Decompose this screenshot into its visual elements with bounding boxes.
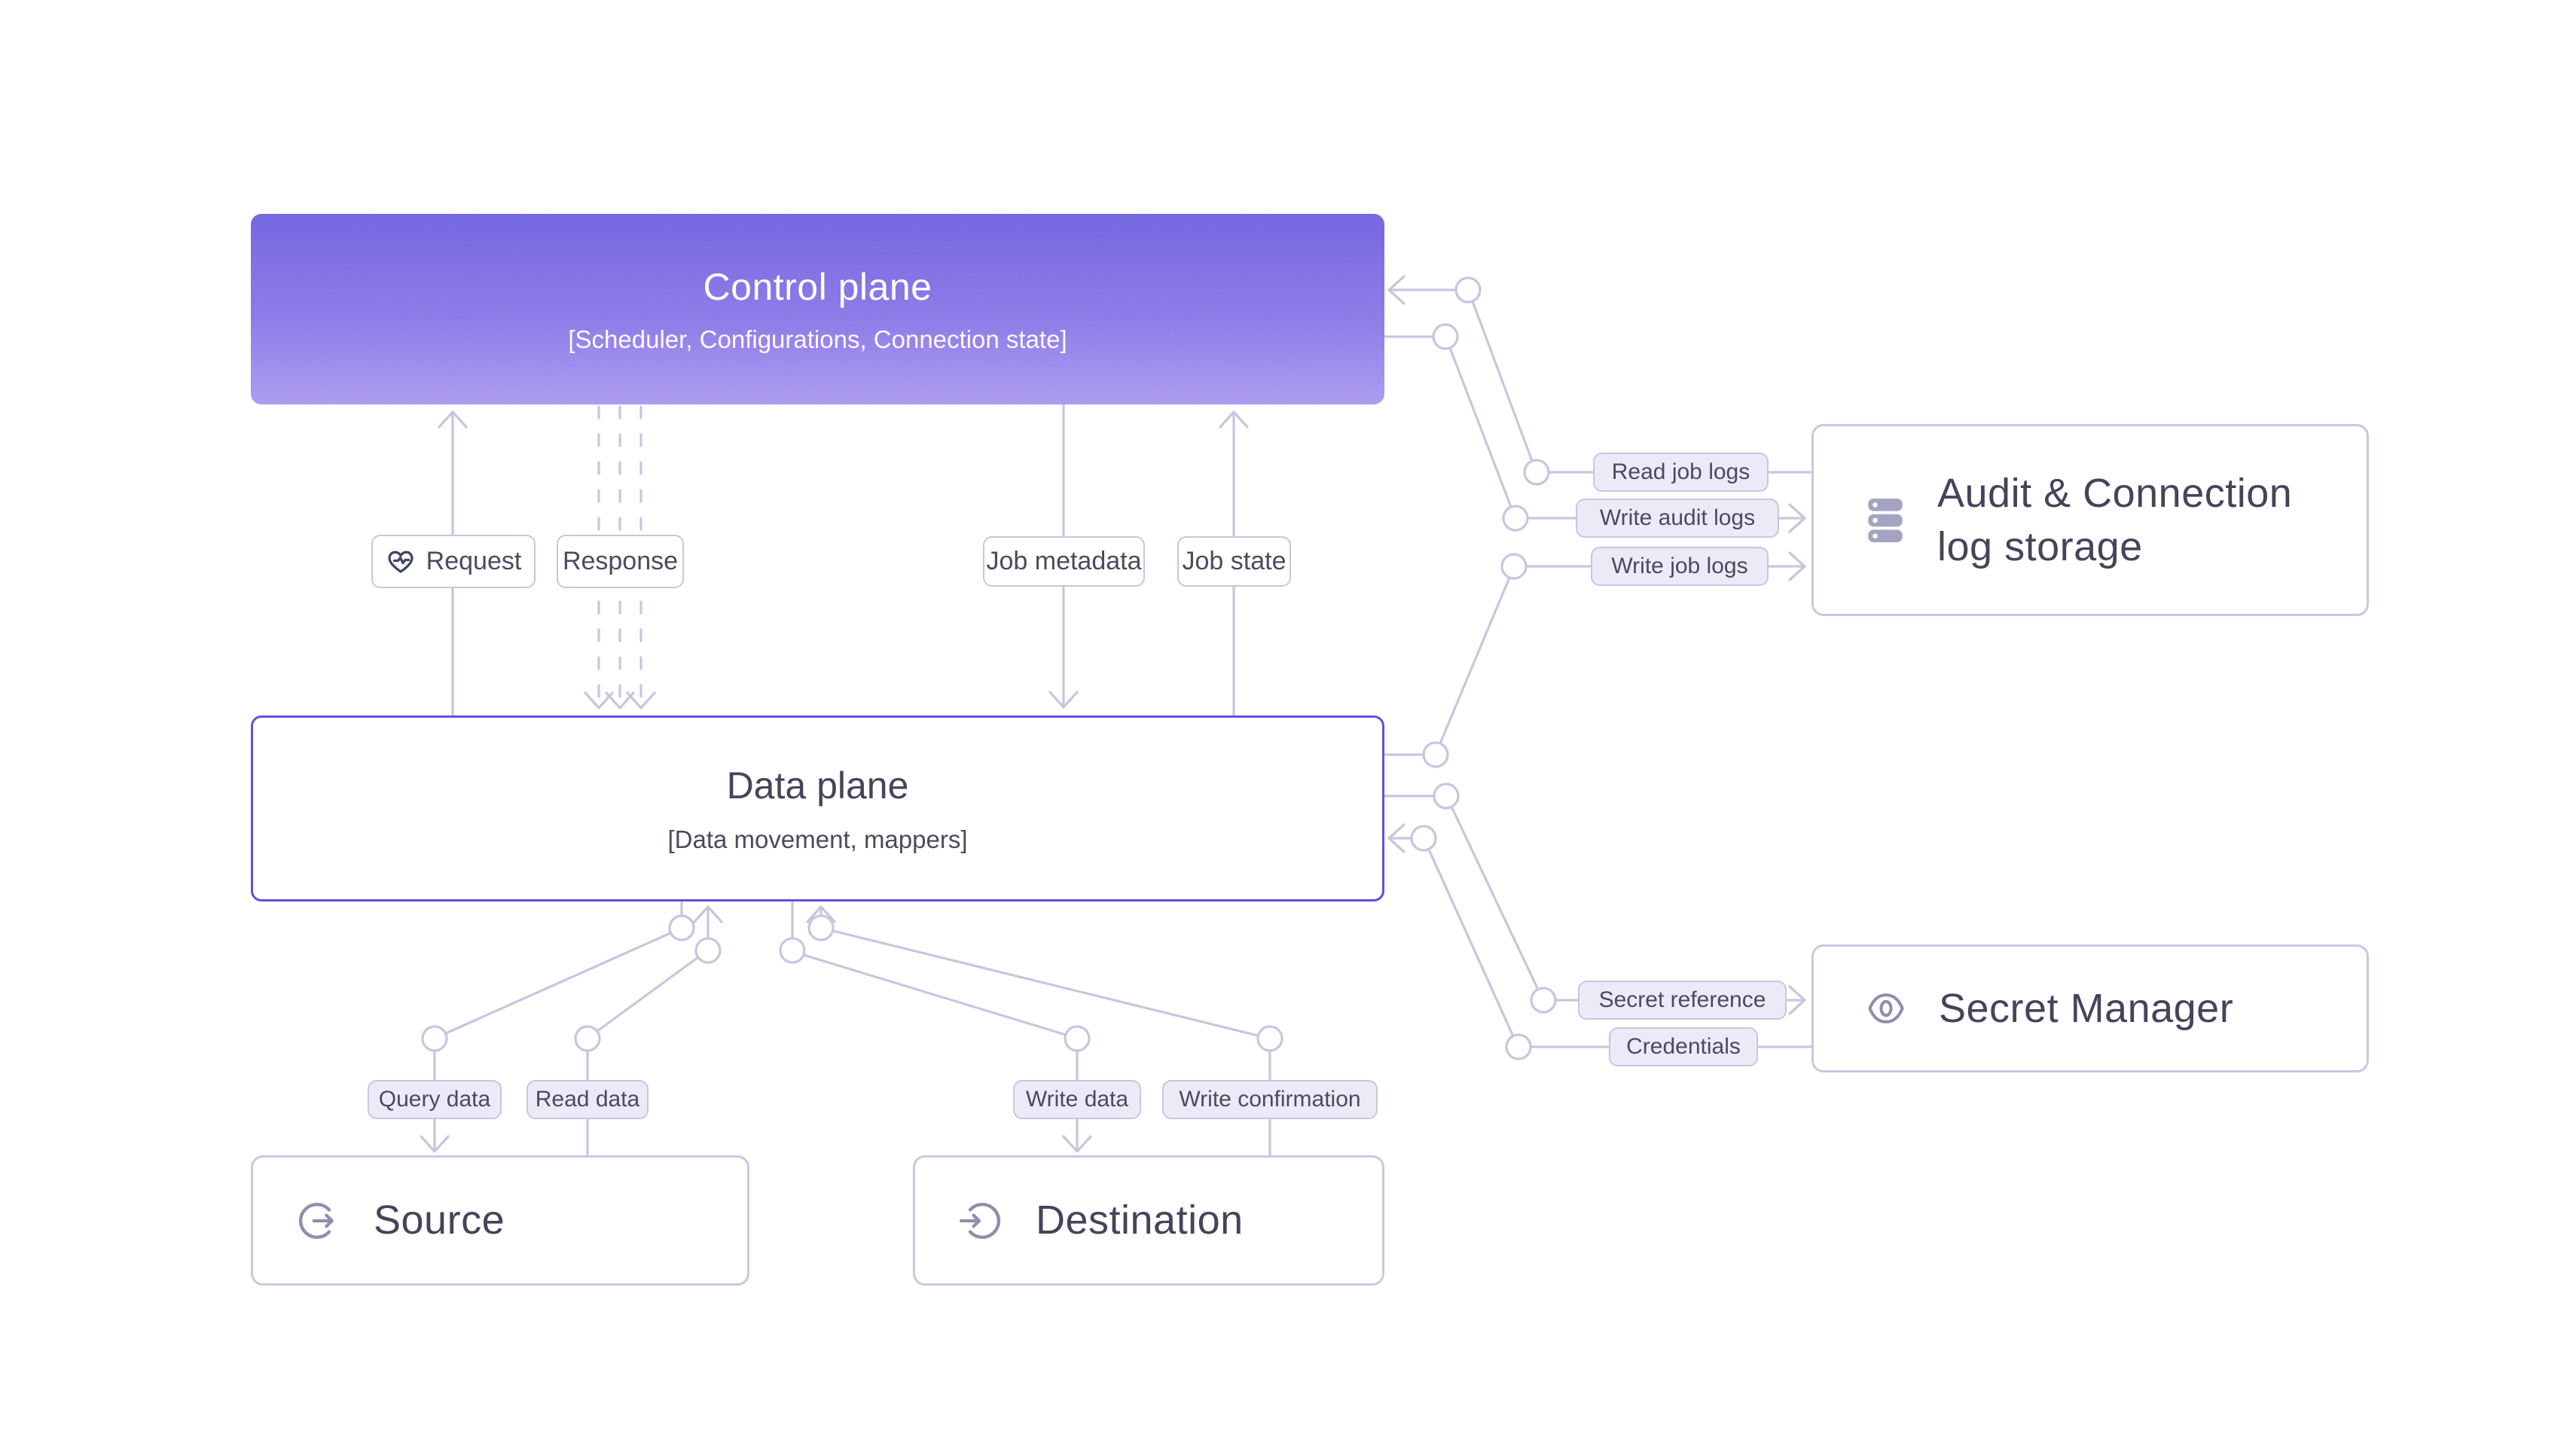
edge-label-job-state: Job state — [1177, 536, 1291, 587]
edge-label-response: Response — [557, 535, 684, 588]
edge-label-write-job-logs-text: Write job logs — [1611, 554, 1748, 578]
edge-label-write-data-text: Write data — [1025, 1087, 1129, 1112]
edge-label-read-job-logs-text: Read job logs — [1611, 459, 1750, 484]
secret-manager-label: Secret Manager — [1939, 985, 2234, 1031]
edge-label-request: Request — [371, 535, 536, 588]
edge-label-read-data: Read data — [526, 1080, 649, 1119]
database-icon — [1868, 498, 1903, 542]
edge-label-write-confirmation: Write confirmation — [1162, 1080, 1378, 1119]
edge-label-read-job-logs: Read job logs — [1593, 453, 1769, 492]
edge-label-write-confirmation-text: Write confirmation — [1179, 1087, 1361, 1112]
logout-arrow-icon — [299, 1202, 334, 1239]
edge-label-credentials-text: Credentials — [1626, 1034, 1741, 1059]
edge-label-read-data-text: Read data — [535, 1087, 640, 1112]
edge-label-write-audit-logs-text: Write audit logs — [1599, 505, 1756, 530]
data-plane-title: Data plane — [726, 764, 909, 807]
audit-log-storage-label: Audit & Connection log storage — [1937, 467, 2292, 572]
secret-manager-box: Secret Manager — [1811, 944, 2369, 1072]
control-plane-box: Control plane [Scheduler, Configurations… — [251, 214, 1384, 404]
destination-box: Destination — [913, 1155, 1384, 1286]
noise-texture — [251, 214, 1384, 404]
edge-label-query-data: Query data — [368, 1080, 502, 1119]
edge-label-write-job-logs: Write job logs — [1591, 547, 1769, 586]
edge-label-job-metadata-text: Job metadata — [986, 547, 1142, 575]
control-plane-title: Control plane — [703, 265, 932, 308]
data-plane-subtitle: [Data movement, mappers] — [667, 825, 968, 853]
destination-label: Destination — [1036, 1197, 1244, 1243]
edge-label-request-text: Request — [426, 547, 522, 575]
edge-label-secret-reference-text: Secret reference — [1598, 987, 1766, 1012]
data-plane-box: Data plane [Data movement, mappers] — [251, 715, 1384, 901]
edge-label-query-data-text: Query data — [378, 1087, 491, 1112]
edge-label-credentials: Credentials — [1609, 1027, 1758, 1066]
login-arrow-icon — [959, 1202, 1000, 1239]
edge-label-job-metadata: Job metadata — [983, 536, 1145, 587]
edge-label-secret-reference: Secret reference — [1578, 981, 1787, 1020]
control-plane-subtitle: [Scheduler, Configurations, Connection s… — [568, 325, 1067, 353]
edge-label-response-text: Response — [562, 547, 679, 575]
source-label: Source — [374, 1197, 505, 1243]
heartbeat-icon — [388, 551, 414, 573]
audit-log-storage-box: Audit & Connection log storage — [1811, 424, 2369, 616]
source-box: Source — [251, 1155, 749, 1286]
audit-label-line2: log storage — [1937, 523, 2143, 569]
edge-label-job-state-text: Job state — [1182, 547, 1286, 575]
audit-label-line1: Audit & Connection — [1937, 471, 2293, 517]
eye-icon — [1868, 993, 1904, 1023]
edge-label-write-audit-logs: Write audit logs — [1576, 499, 1779, 538]
edge-label-write-data: Write data — [1013, 1080, 1141, 1119]
